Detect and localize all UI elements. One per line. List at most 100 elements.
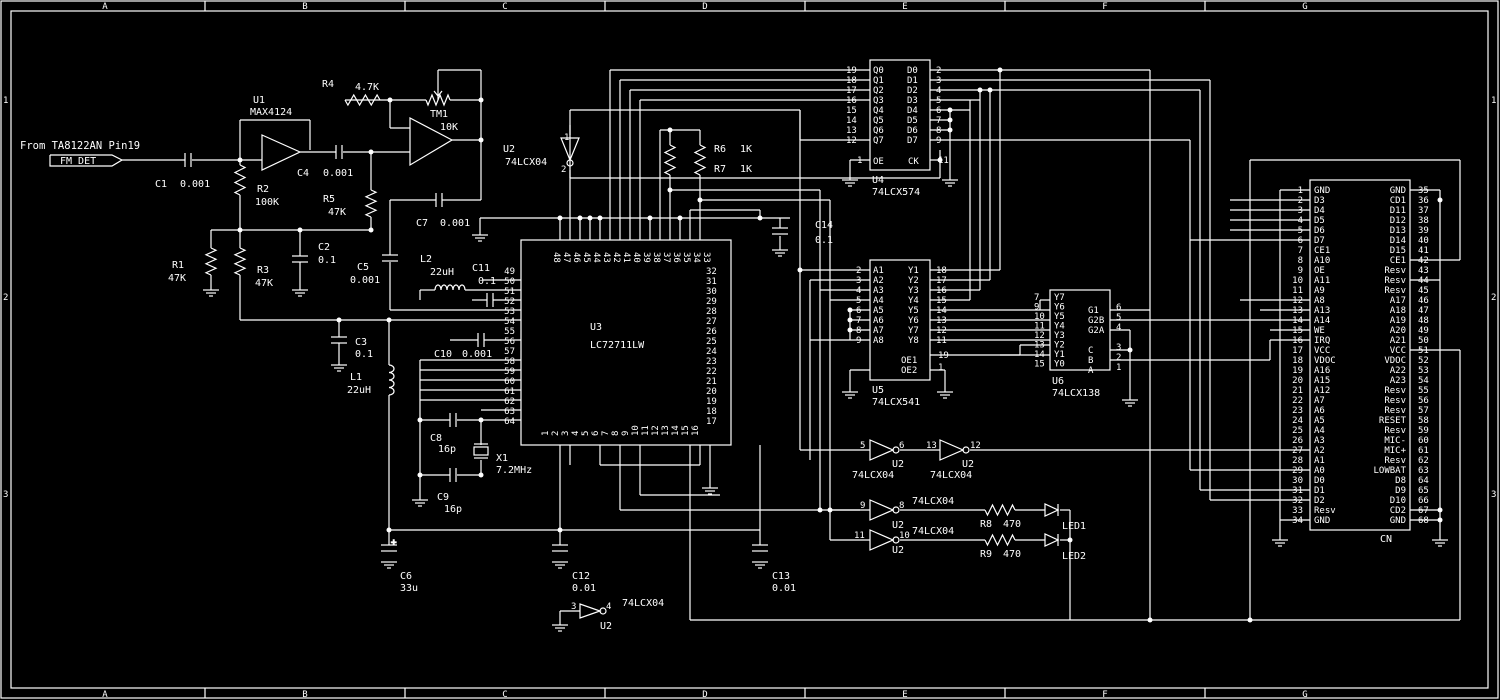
junction-dot — [827, 507, 833, 513]
cn-pin-left-number: 32 — [1292, 496, 1303, 506]
c14-ref: C14 — [815, 220, 833, 231]
junction-dot — [237, 157, 243, 163]
u5-pin-number: 2 — [856, 266, 861, 276]
u3-pin-bottom: 3 — [561, 431, 571, 436]
u6-pin-number: 11 — [1034, 322, 1045, 332]
cn-pin-left-name: IRQ — [1314, 336, 1330, 346]
cn-pin-left-number: 4 — [1298, 216, 1303, 226]
inverter-bubble — [566, 159, 574, 167]
junction-dot — [557, 215, 563, 221]
row-marker: 2 — [3, 293, 8, 303]
u3-ref: U3 — [590, 322, 602, 333]
u6-pin-number: 13 — [1034, 341, 1045, 351]
cn-pin-right-name: Resv — [1384, 286, 1406, 296]
r7-ref: R7 — [714, 164, 726, 175]
u3-pin-right: 17 — [706, 417, 717, 427]
c13-ref: C13 — [772, 571, 790, 582]
u5-pin-name: A2 — [873, 276, 884, 286]
c7-ref: C7 — [416, 218, 428, 229]
cn-pin-right-number: 62 — [1418, 456, 1429, 466]
u2-gate-input-pin: 3 — [571, 602, 576, 612]
u6-pin-name: G2B — [1088, 316, 1104, 326]
junction-dot — [386, 527, 392, 533]
cn-pin-left-number: 7 — [1298, 246, 1303, 256]
cn-pin-left-name: D6 — [1314, 226, 1325, 236]
cn-pin-left-number: 11 — [1292, 286, 1303, 296]
u6-pin-name: Y3 — [1054, 331, 1065, 341]
cn-pin-right-number: 60 — [1418, 436, 1429, 446]
column-marker: A — [102, 690, 108, 700]
cn-pin-right-name: GND — [1390, 186, 1406, 196]
r5-value: 47K — [328, 207, 346, 218]
r4-value: 4.7K — [355, 82, 379, 93]
u4-pin-number: 5 — [936, 96, 941, 106]
cn-pin-right-number: 38 — [1418, 216, 1429, 226]
r1-ref: R1 — [172, 260, 184, 271]
cn-pin-right-number: 57 — [1418, 406, 1429, 416]
ground-symbols — [203, 179, 1448, 632]
junction-dot — [1067, 537, 1073, 543]
u2-gate-ref: U2 — [600, 621, 612, 632]
r8-value: 470 — [1003, 519, 1021, 530]
cn-pin-left-name: A6 — [1314, 406, 1325, 416]
column-marker: C — [502, 2, 507, 12]
x1-ref: X1 — [496, 453, 508, 464]
u4-pin-number: 8 — [936, 126, 941, 136]
u3-pin-right: 23 — [706, 357, 717, 367]
u2-gate-output-pin: 6 — [899, 441, 904, 451]
cn-pin-left-number: 34 — [1292, 516, 1303, 526]
cn-pin-right-name: A20 — [1390, 326, 1406, 336]
u4-pin-number: 7 — [936, 116, 941, 126]
cn-pin-left-number: 30 — [1292, 476, 1303, 486]
u2-gate-part-label: 74LCX04 — [912, 526, 954, 537]
junction-dot — [297, 227, 303, 233]
u6-value: 74LCX138 — [1052, 388, 1100, 399]
r5-ref: R5 — [323, 194, 335, 205]
u5-pin-name: Y1 — [908, 266, 919, 276]
u4-pin-number: 12 — [846, 136, 857, 146]
c14-value: 0.1 — [815, 235, 833, 246]
cn-pin-right-number: 39 — [1418, 226, 1429, 236]
cn-pin-left-number: 5 — [1298, 226, 1303, 236]
cn-pin-right-name: A22 — [1390, 366, 1406, 376]
column-marker: A — [102, 2, 108, 12]
u2-gate-part-label: 74LCX04 — [622, 598, 664, 609]
cn-pin-left-number: 9 — [1298, 266, 1303, 276]
cn-pin-right-name: Resv — [1384, 266, 1406, 276]
u3-pin-right: 20 — [706, 387, 717, 397]
cn-pin-right-number: 41 — [1418, 246, 1429, 256]
cn-pin-right-number: 63 — [1418, 466, 1429, 476]
cn-pin-right-number: 56 — [1418, 396, 1429, 406]
cn-ref: CN — [1380, 534, 1392, 545]
cn-pin-right-name: A17 — [1390, 296, 1406, 306]
junction-dot — [336, 317, 342, 323]
u3-pin-bottom: 5 — [581, 431, 591, 436]
r2-resistor — [233, 164, 247, 196]
u3-pin-top: 36 — [671, 252, 681, 263]
u4-pin-number: 16 — [846, 96, 857, 106]
u3-pin-bottom: 7 — [601, 431, 611, 436]
cn-pin-right-number: 50 — [1418, 336, 1429, 346]
cn-pin-left-name: A13 — [1314, 306, 1330, 316]
cn-pin-right-name: A18 — [1390, 306, 1406, 316]
cn-pin-left-number: 2 — [1298, 196, 1303, 206]
u6-pin-number: 9 — [1034, 303, 1039, 313]
u3-pin-right: 21 — [706, 377, 717, 387]
cn-pin-right-name: VCC — [1390, 346, 1406, 356]
u6-pin-number: 2 — [1116, 353, 1121, 363]
column-marker: D — [702, 2, 707, 12]
u6-pin-name: Y2 — [1054, 341, 1065, 351]
u5-pin-name: Y8 — [908, 336, 919, 346]
u6-pin-number: 5 — [1116, 313, 1121, 323]
r6-ref: R6 — [714, 144, 726, 155]
junction-dot — [478, 137, 484, 143]
u5-pin-name: Y3 — [908, 286, 919, 296]
cn-pin-left-name: A1 — [1314, 456, 1325, 466]
c10-value: 0.001 — [462, 349, 492, 360]
c2-ref: C2 — [318, 242, 330, 253]
cn-pin-right-number: 48 — [1418, 316, 1429, 326]
cn-pin-left-name: A3 — [1314, 436, 1325, 446]
cn-pin-left-number: 20 — [1292, 376, 1303, 386]
u5-pin-name: Y2 — [908, 276, 919, 286]
u5-pin-number: 4 — [856, 286, 861, 296]
